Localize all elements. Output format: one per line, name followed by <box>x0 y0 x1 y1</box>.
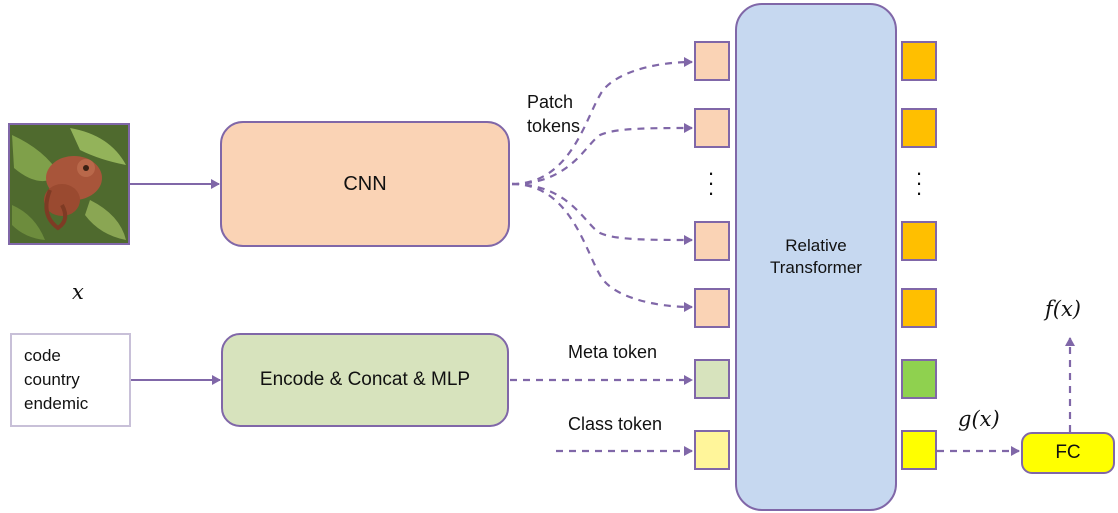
metadata-fields: code country endemic <box>24 344 88 416</box>
patch-arrow-1 <box>511 57 693 186</box>
patch-tokens-label-line1: Patch <box>527 92 574 112</box>
class-token-out <box>901 430 937 470</box>
patch-token-in-3 <box>694 221 730 261</box>
meta-token-in <box>694 359 730 399</box>
metadata-field-endemic: endemic <box>24 394 89 413</box>
patch-token-out-3 <box>901 221 937 261</box>
class-token-label: Class token <box>568 414 663 434</box>
f-x-label: f(x) <box>1045 297 1082 321</box>
input-ellipsis: ··· <box>707 160 715 205</box>
transformer-box <box>735 3 897 511</box>
encoder-label: Encode & Concat & MLP <box>259 369 471 390</box>
patch-arrow-4 <box>511 182 693 312</box>
encoder-box <box>221 333 509 427</box>
input-label: x <box>72 280 84 304</box>
transformer-label: Relative Transformer <box>736 232 896 282</box>
metadata-field-country: country <box>24 370 80 389</box>
transformer-label-line2: Transformer <box>770 258 862 277</box>
patch-token-out-2 <box>901 108 937 148</box>
patch-arrow-3 <box>511 182 693 245</box>
patch-token-in-4 <box>694 288 730 328</box>
input-image <box>8 123 130 245</box>
meta-token-label: Meta token <box>568 342 658 362</box>
patch-arrow-2 <box>511 123 693 186</box>
class-token-in <box>694 430 730 470</box>
metadata-field-code: code <box>24 346 61 365</box>
fc-box <box>1021 432 1115 474</box>
patch-token-out-4 <box>901 288 937 328</box>
output-ellipsis: ··· <box>915 160 923 205</box>
transformer-label-line1: Relative <box>785 236 847 255</box>
cnn-label: CNN <box>343 172 387 195</box>
patch-token-in-1 <box>694 41 730 81</box>
patch-tokens-label-line2: tokens <box>527 116 581 136</box>
meta-token-out <box>901 359 937 399</box>
cnn-box <box>220 121 510 247</box>
fc-label: FC <box>1055 442 1081 463</box>
g-x-label: g(x) <box>958 407 1000 431</box>
patch-token-out-1 <box>901 41 937 81</box>
metadata-box <box>10 333 131 427</box>
patch-tokens-label: Patch tokens <box>527 90 580 138</box>
patch-token-in-2 <box>694 108 730 148</box>
